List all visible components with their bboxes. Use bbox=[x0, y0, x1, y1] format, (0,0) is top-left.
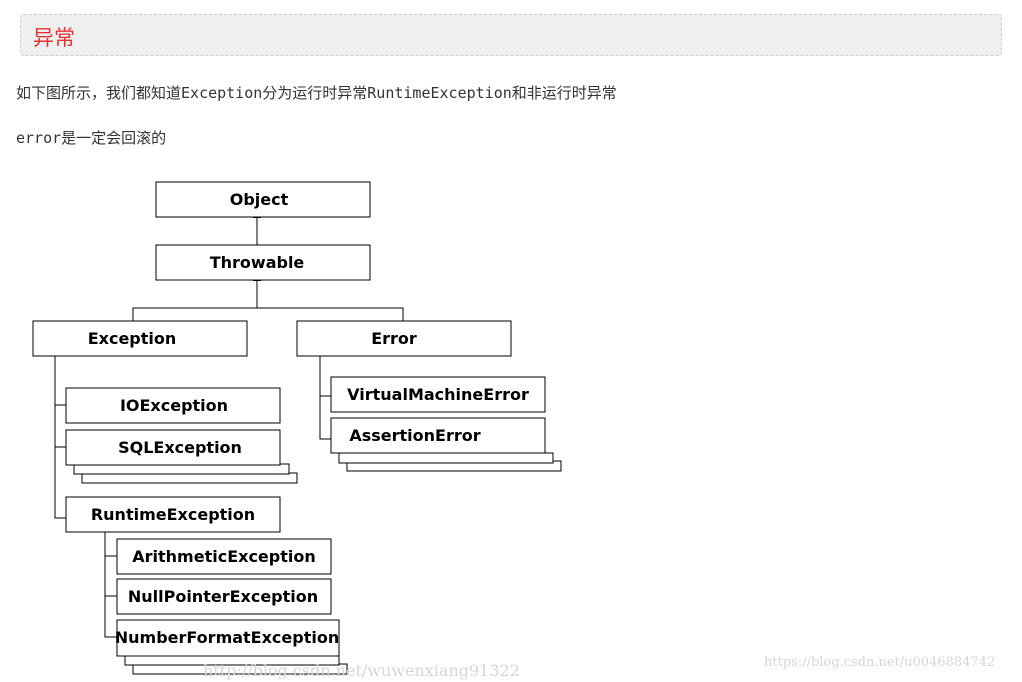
edge-runtime-trunk bbox=[104, 532, 117, 638]
watermark-blog-url: http://blog.csdn.net/wuwenxiang91322 bbox=[203, 661, 520, 680]
node-ioexception: IOException bbox=[65, 387, 281, 424]
node-nullpointerexception-label: NullPointerException bbox=[128, 587, 318, 606]
edge-bus-exception-error bbox=[132, 307, 404, 321]
node-numberformatexception-label: NumberFormatException bbox=[115, 628, 339, 647]
node-arithmeticexception: ArithmeticException bbox=[116, 538, 332, 575]
section-heading: 异常 bbox=[33, 26, 75, 50]
node-virtualmachineerror-label: VirtualMachineError bbox=[347, 385, 529, 404]
node-error: Error bbox=[296, 320, 512, 357]
section-heading-box: 异常 bbox=[20, 14, 1002, 56]
connector-lines bbox=[54, 208, 404, 638]
node-error-label: Error bbox=[371, 329, 417, 348]
edge-error-trunk bbox=[319, 356, 331, 440]
node-throwable-label: Throwable bbox=[210, 253, 305, 272]
node-nullpointerexception: NullPointerException bbox=[116, 578, 332, 615]
node-exception-label: Exception bbox=[88, 329, 177, 348]
error-rollback-paragraph: error是一定会回滚的 bbox=[16, 129, 167, 147]
edge-exception-trunk bbox=[54, 356, 66, 519]
node-assertionerror: AssertionError bbox=[330, 417, 546, 454]
node-runtimeexception-label: RuntimeException bbox=[91, 505, 255, 524]
node-virtualmachineerror: VirtualMachineError bbox=[330, 376, 546, 413]
node-ioexception-label: IOException bbox=[120, 396, 228, 415]
node-numberformatexception: NumberFormatException bbox=[115, 619, 340, 657]
node-object: Object bbox=[155, 181, 371, 218]
intro-paragraph: 如下图所示，我们都知道Exception分为运行时异常RuntimeExcept… bbox=[16, 84, 617, 102]
stack-plate bbox=[338, 452, 554, 464]
node-throwable: Throwable bbox=[155, 244, 371, 281]
node-sqlexception: SQLException bbox=[65, 429, 281, 466]
node-exception: Exception bbox=[32, 320, 248, 357]
watermark-csdn-url: https://blog.csdn.net/u0046884742 bbox=[764, 655, 996, 670]
node-object-label: Object bbox=[230, 190, 289, 209]
node-runtimeexception: RuntimeException bbox=[65, 496, 281, 533]
node-sqlexception-label: SQLException bbox=[118, 438, 242, 457]
node-assertionerror-label: AssertionError bbox=[349, 426, 480, 445]
node-arithmeticexception-label: ArithmeticException bbox=[132, 547, 316, 566]
